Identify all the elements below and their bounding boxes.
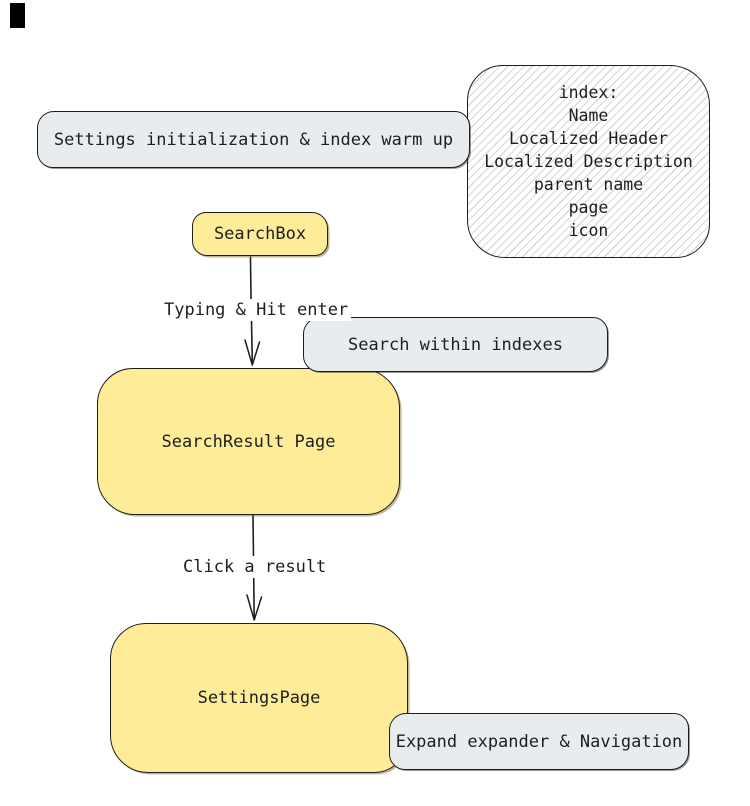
node-searchbox: SearchBox — [192, 212, 328, 256]
node-label: SettingsPage — [197, 688, 321, 708]
index-line: parent name — [533, 175, 644, 194]
node-label: Search within indexes — [348, 334, 563, 355]
index-line: Localized Header — [509, 129, 668, 148]
index-fields-text: index: Name Localized Header Localized D… — [484, 81, 693, 242]
node-label: Expand expander & Navigation — [395, 731, 683, 752]
index-line: icon — [568, 221, 609, 240]
node-label: Settings initialization & index warm up — [53, 129, 454, 150]
index-line: page — [568, 198, 609, 217]
node-expand-navigation: Expand expander & Navigation — [389, 713, 689, 770]
node-label: SearchBox — [213, 224, 307, 244]
node-searchresult-page: SearchResult Page — [97, 368, 400, 515]
edge-label-click: Click a result — [180, 556, 330, 578]
node-index-fields: index: Name Localized Header Localized D… — [467, 65, 710, 258]
index-line: Localized Description — [484, 152, 693, 171]
index-line: index: — [558, 83, 619, 102]
node-settingspage: SettingsPage — [110, 623, 408, 773]
node-label: SearchResult Page — [161, 431, 336, 452]
edge-label-typing: Typing & Hit enter — [161, 299, 352, 321]
index-line: Name — [568, 106, 609, 125]
node-search-within-indexes: Search within indexes — [303, 317, 608, 372]
node-settings-initialization: Settings initialization & index warm up — [37, 111, 470, 168]
black-marker — [10, 3, 25, 28]
